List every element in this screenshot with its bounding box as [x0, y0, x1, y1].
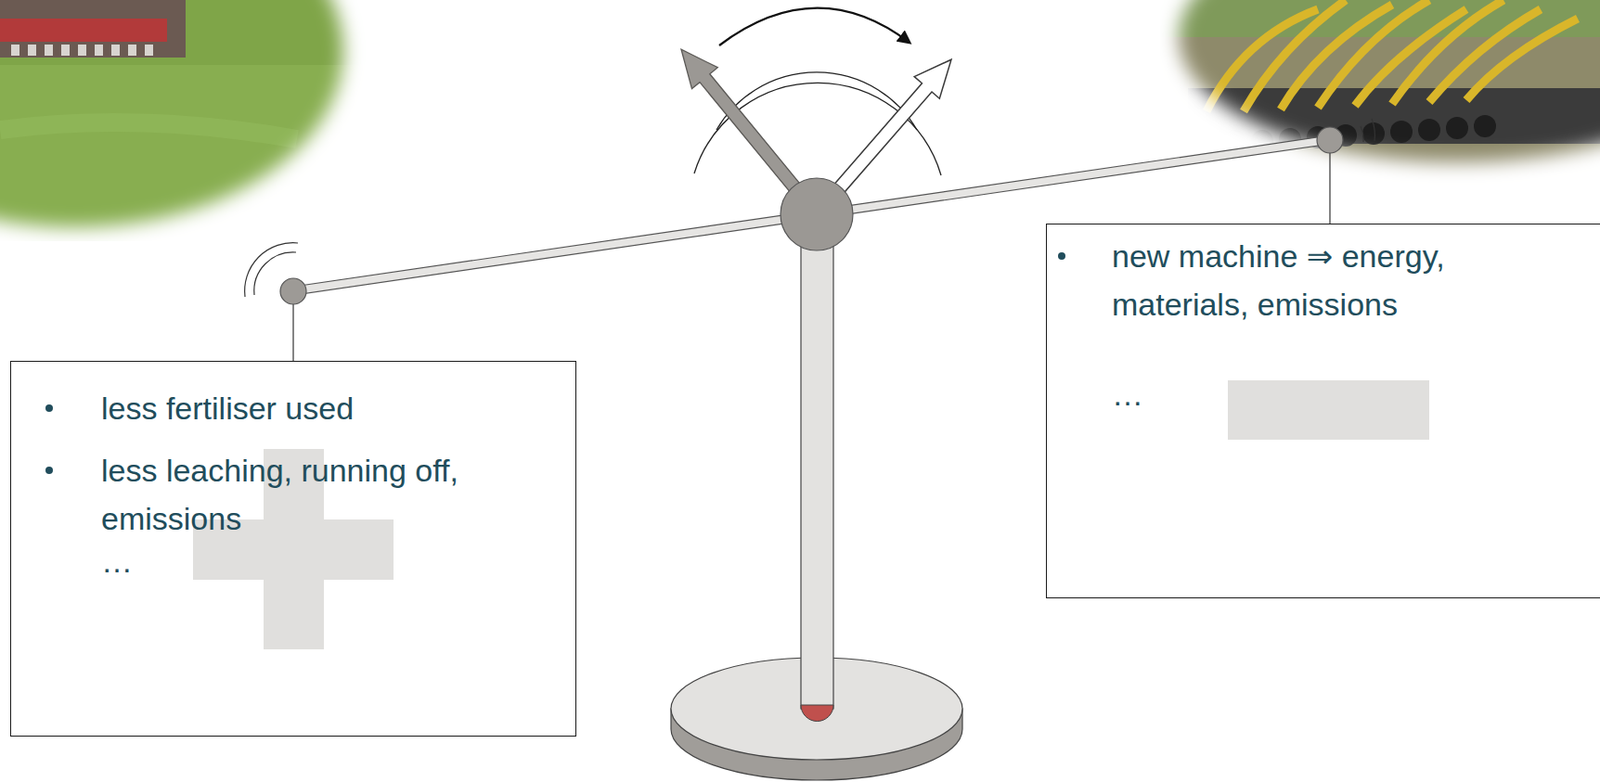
box-text: …	[101, 537, 380, 586]
pivot	[780, 178, 853, 251]
box-text: new machine ⇒ energy, materials, emissio…	[1111, 232, 1549, 329]
rotation-arrow	[719, 8, 910, 46]
field-photo	[0, 0, 372, 242]
scale-post	[800, 214, 834, 710]
box-text: …	[1111, 370, 1391, 419]
post-foot	[800, 705, 834, 723]
beam-end	[1316, 127, 1343, 154]
box-text: less fertiliser used	[101, 384, 547, 433]
beam-end	[280, 278, 307, 305]
benefit-box: less fertiliser used less leaching, runni…	[10, 361, 577, 737]
cost-box: new machine ⇒ energy, materials, emissio…	[1045, 223, 1600, 599]
bullet-dot	[45, 466, 53, 475]
bullet-dot	[45, 404, 53, 413]
bullet-dot	[1058, 252, 1066, 260]
box-text: less leaching, running off, emissions	[101, 446, 547, 543]
minus-sign	[1227, 380, 1430, 440]
